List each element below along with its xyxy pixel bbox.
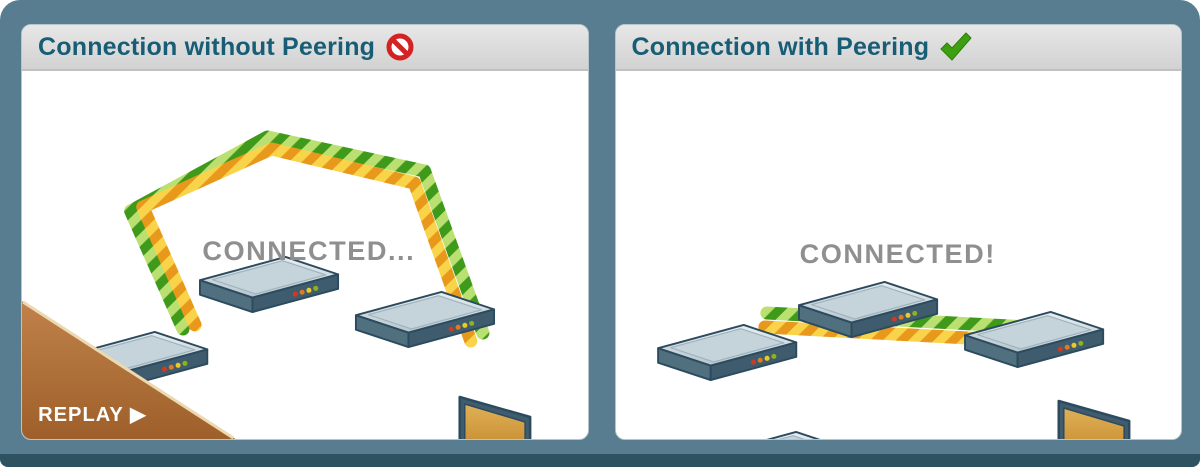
bottom-bar xyxy=(0,454,1200,467)
laptop-icon xyxy=(1018,399,1130,439)
cables-without-peering xyxy=(124,130,490,348)
panel-header-left: Connection without Peering xyxy=(22,25,588,71)
panel-without-peering: Connection without Peering xyxy=(21,24,589,440)
status-text-left: CONNECTED... xyxy=(202,235,415,266)
replay-button[interactable]: REPLAY ▶ xyxy=(22,300,236,439)
diagram-with-peering: CONNECTED! xyxy=(615,71,1181,439)
panels-row: Connection without Peering xyxy=(21,24,1182,440)
green-cable xyxy=(124,130,490,340)
no-entry-icon xyxy=(385,32,415,62)
panel-header-right: Connection with Peering xyxy=(615,25,1181,71)
status-text-right: CONNECTED! xyxy=(799,238,995,269)
replay-label: REPLAY ▶ xyxy=(38,404,147,426)
router-icon xyxy=(708,430,850,439)
panel-with-peering: Connection with Peering xyxy=(614,24,1182,440)
panel-title-right: Connection with Peering xyxy=(631,33,930,61)
laptop-icon xyxy=(420,395,532,439)
orange-cable xyxy=(136,142,478,348)
panel-title-left: Connection without Peering xyxy=(38,33,376,61)
check-icon xyxy=(939,32,973,62)
diagram-without-peering: CONNECTED... REPLAY ▶ xyxy=(22,71,588,439)
